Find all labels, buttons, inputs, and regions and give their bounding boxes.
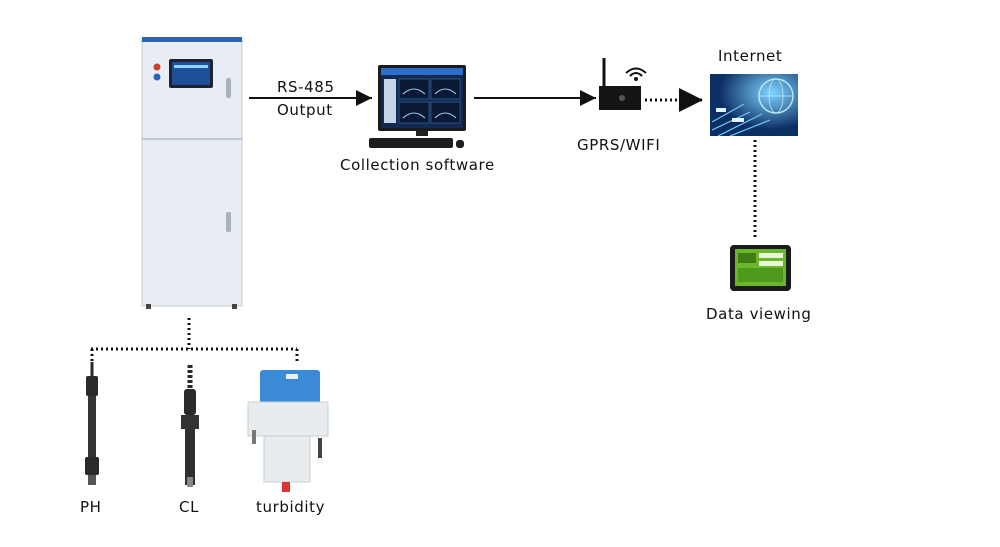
desktop-computer-icon <box>369 65 466 148</box>
wifi-signal-icon <box>625 67 647 81</box>
cl-probe-icon <box>181 365 199 487</box>
rs485-label: RS-485 <box>277 78 335 96</box>
turbidity-sensor-icon <box>247 370 329 492</box>
globe-network-icon <box>710 74 798 136</box>
tablet-icon <box>730 245 791 291</box>
ph-probe-icon <box>85 362 99 485</box>
gprs-wifi-label: GPRS/WIFI <box>577 136 661 154</box>
data-viewing-label: Data viewing <box>706 305 812 323</box>
ph-label: PH <box>80 498 102 516</box>
cl-label: CL <box>179 498 200 516</box>
wireless-router-icon <box>599 58 641 110</box>
output-label: Output <box>277 101 333 119</box>
internet-label: Internet <box>718 47 783 65</box>
collection-software-label: Collection software <box>340 156 495 174</box>
analyzer-cabinet-icon <box>141 37 243 309</box>
turbidity-label: turbidity <box>256 498 326 516</box>
